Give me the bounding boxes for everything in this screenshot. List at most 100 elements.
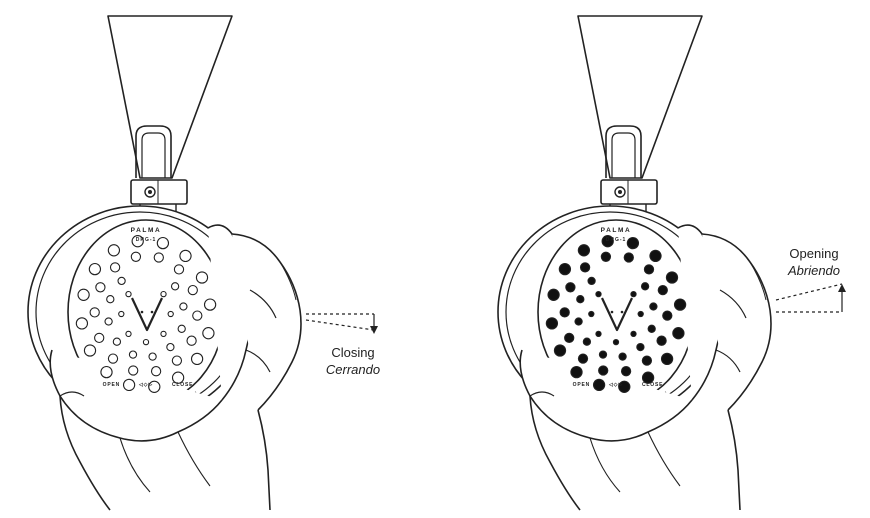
vent-hole (125, 330, 132, 338)
vent-hole (672, 327, 685, 340)
vent-hole (104, 317, 113, 326)
vent-hole (173, 264, 185, 275)
arrow-up-icon (775, 283, 846, 313)
brand-label: PALMA (601, 227, 632, 234)
vent-hole (643, 264, 655, 275)
vent-hole (665, 271, 679, 284)
vent-hole (623, 252, 634, 263)
vent-hole (618, 380, 631, 393)
vent-hole (128, 365, 139, 376)
vent-hole (179, 302, 188, 311)
caption-closing: Closing Cerrando (305, 344, 401, 378)
vent-hole (577, 353, 589, 364)
dial-arrows-icon: ◁◇▷ (608, 382, 623, 388)
vent-hole (576, 295, 585, 304)
vent-hole (95, 282, 106, 293)
caption-opening: Opening Abriendo (766, 245, 862, 279)
vent-hole (187, 284, 198, 296)
vent-hole (558, 262, 572, 276)
vent-hole (128, 350, 138, 359)
vent-hole (106, 295, 115, 304)
vent-hole (574, 317, 583, 326)
vent-hole (630, 330, 637, 338)
vent-hole (587, 276, 596, 286)
vent-hole (657, 284, 668, 296)
vent-hole (612, 338, 620, 346)
vent-hole (598, 365, 609, 376)
model-label: DRG-1 (136, 237, 157, 243)
vent-holes (75, 235, 217, 393)
vent-hole (122, 378, 136, 392)
vent-hole (637, 310, 644, 318)
vent-hole (579, 262, 591, 273)
vent-hole (626, 236, 640, 250)
vent-holes (545, 235, 687, 393)
vent-hole (595, 290, 602, 298)
vent-hole (112, 337, 122, 346)
vent-hole (656, 335, 667, 346)
vent-hole (553, 344, 567, 357)
vent-hole (171, 355, 183, 366)
vent-hole (171, 371, 185, 384)
vent-hole (595, 330, 602, 338)
vent-hole (641, 371, 655, 384)
caption-closing-primary: Closing (331, 345, 375, 360)
vent-hole (156, 236, 170, 250)
vent-hole (673, 298, 687, 311)
vent-hole (202, 327, 215, 340)
vent-hole (592, 378, 606, 392)
vent-hole (75, 317, 89, 330)
vent-hole (94, 332, 105, 344)
vent-hole (166, 342, 175, 352)
vent-hole (647, 324, 656, 333)
vent-hole (601, 235, 614, 248)
vent-hole (570, 365, 583, 379)
vent-hole (153, 252, 164, 263)
caption-opening-primary: Opening (789, 246, 839, 261)
headphone-illustration-opening: PALMA DRG-1 OPEN ◁◇▷ CLOSE (496, 14, 846, 512)
vent-hole (600, 251, 612, 262)
dial-open-label: OPEN (573, 382, 590, 388)
vent-hole (160, 330, 167, 338)
vent-hole (177, 324, 186, 333)
vent-hole (117, 276, 126, 286)
caption-opening-secondary: Abriendo (787, 263, 841, 278)
dial-arrows-icon: ◁◇▷ (138, 382, 153, 388)
vent-hole (649, 302, 658, 311)
headphone-illustration-closing: PALMA DRG-1 OPEN ◁◇▷ CLOSE (26, 14, 378, 512)
vent-hole (89, 307, 100, 318)
vent-hole (559, 307, 570, 318)
caption-closing-secondary: Cerrando (325, 362, 381, 377)
vent-hole (545, 317, 559, 330)
vent-hole (618, 352, 627, 361)
vent-hole (130, 251, 142, 262)
vent-hole (547, 288, 560, 301)
dial-close-label: CLOSE (172, 382, 193, 388)
vent-hole (107, 353, 119, 364)
vent-hole (167, 310, 174, 318)
vent-hole (641, 355, 653, 366)
vent-hole (582, 337, 592, 346)
vent-hole (630, 290, 637, 298)
arrow-down-icon (305, 313, 378, 334)
vent-hole (77, 288, 90, 301)
vent-hole (179, 249, 192, 263)
vent-hole (186, 335, 197, 346)
vent-hole (170, 282, 180, 291)
vent-hole (142, 338, 150, 346)
dial-open-label: OPEN (103, 382, 120, 388)
vent-hole (565, 282, 576, 293)
vent-hole (190, 352, 204, 366)
vent-hole (118, 310, 125, 318)
vent-hole (203, 298, 217, 311)
vent-hole (588, 310, 595, 318)
vent-hole (83, 344, 97, 357)
vent-hole (131, 235, 144, 248)
vent-hole (636, 342, 645, 352)
vent-hole (100, 365, 113, 379)
vent-hole (125, 290, 132, 298)
vent-hole (88, 262, 102, 276)
model-label: DRG-1 (606, 237, 627, 243)
